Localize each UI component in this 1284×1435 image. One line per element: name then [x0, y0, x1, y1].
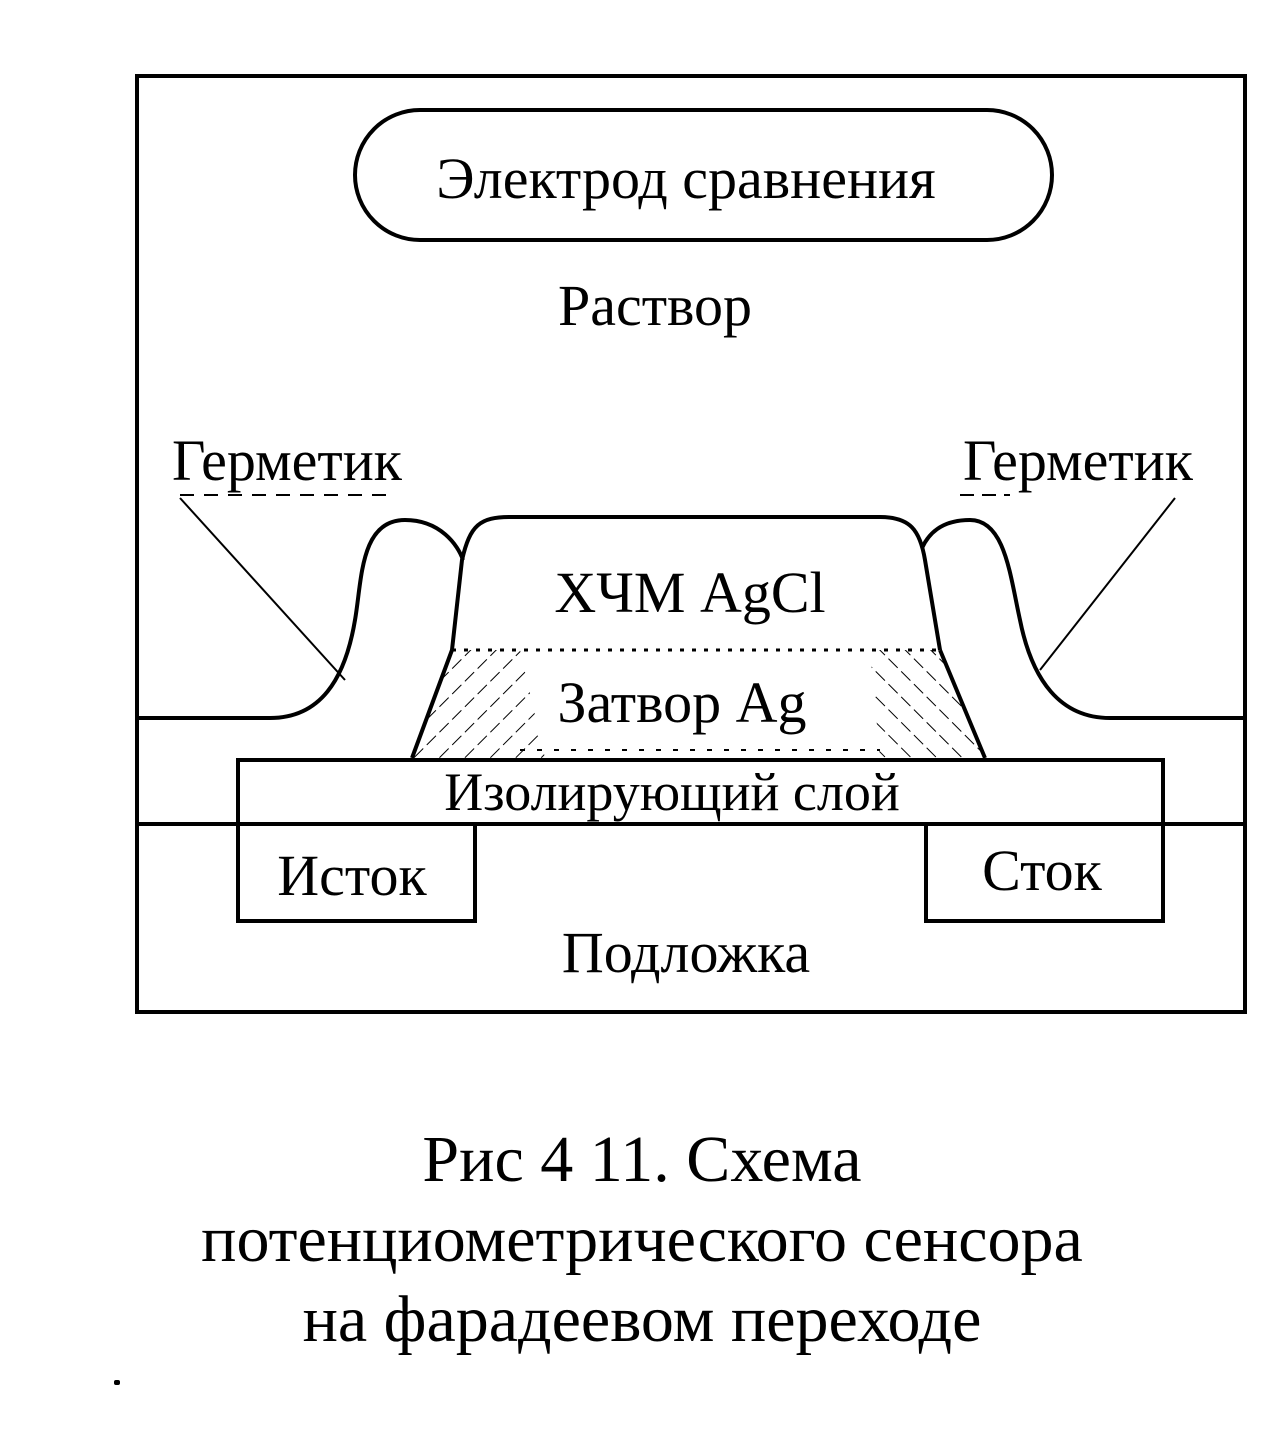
sealant-left-label: Герметик — [172, 428, 403, 493]
gate-hatch-right — [870, 650, 985, 758]
drain-box — [924, 822, 1165, 923]
source-label: Исток — [277, 843, 427, 908]
source-box — [236, 822, 477, 923]
solution-label: Раствор — [558, 273, 752, 338]
outer-frame — [135, 74, 1247, 1014]
sensor-diagram: Электрод сравнения Раствор Герметик Герм… — [135, 74, 1247, 1014]
gate-hatch-left — [412, 650, 545, 758]
gate-outline — [410, 649, 987, 759]
gate-label: Затвор Ag — [557, 670, 806, 735]
sealant-right-label: Герметик — [963, 428, 1194, 493]
caption-line-2: потенциометрического сенсора — [201, 1203, 1083, 1276]
sealant-left-leader — [179, 497, 346, 681]
reference-electrode-box — [353, 108, 1054, 242]
sealant-left-mound — [137, 517, 465, 720]
insulating-layer-label: Изолирующий слой — [444, 762, 899, 822]
reference-electrode-label: Электрод сравнения — [436, 146, 935, 211]
sealant-right-leader — [1039, 497, 1176, 671]
figure-caption: Рис 4 11. Схема потенциометрического сен… — [0, 1120, 1284, 1360]
caption-line-1: Рис 4 11. Схема — [422, 1123, 862, 1196]
drain-label: Сток — [982, 838, 1103, 903]
substrate-label: Подложка — [562, 920, 810, 985]
stray-dot-mark — [114, 1380, 120, 1385]
membrane-label: ХЧМ AgCl — [554, 560, 825, 625]
membrane-shape — [450, 515, 942, 651]
caption-line-3: на фарадеевом переходе — [302, 1283, 982, 1356]
sealant-right-mound — [920, 517, 1245, 720]
